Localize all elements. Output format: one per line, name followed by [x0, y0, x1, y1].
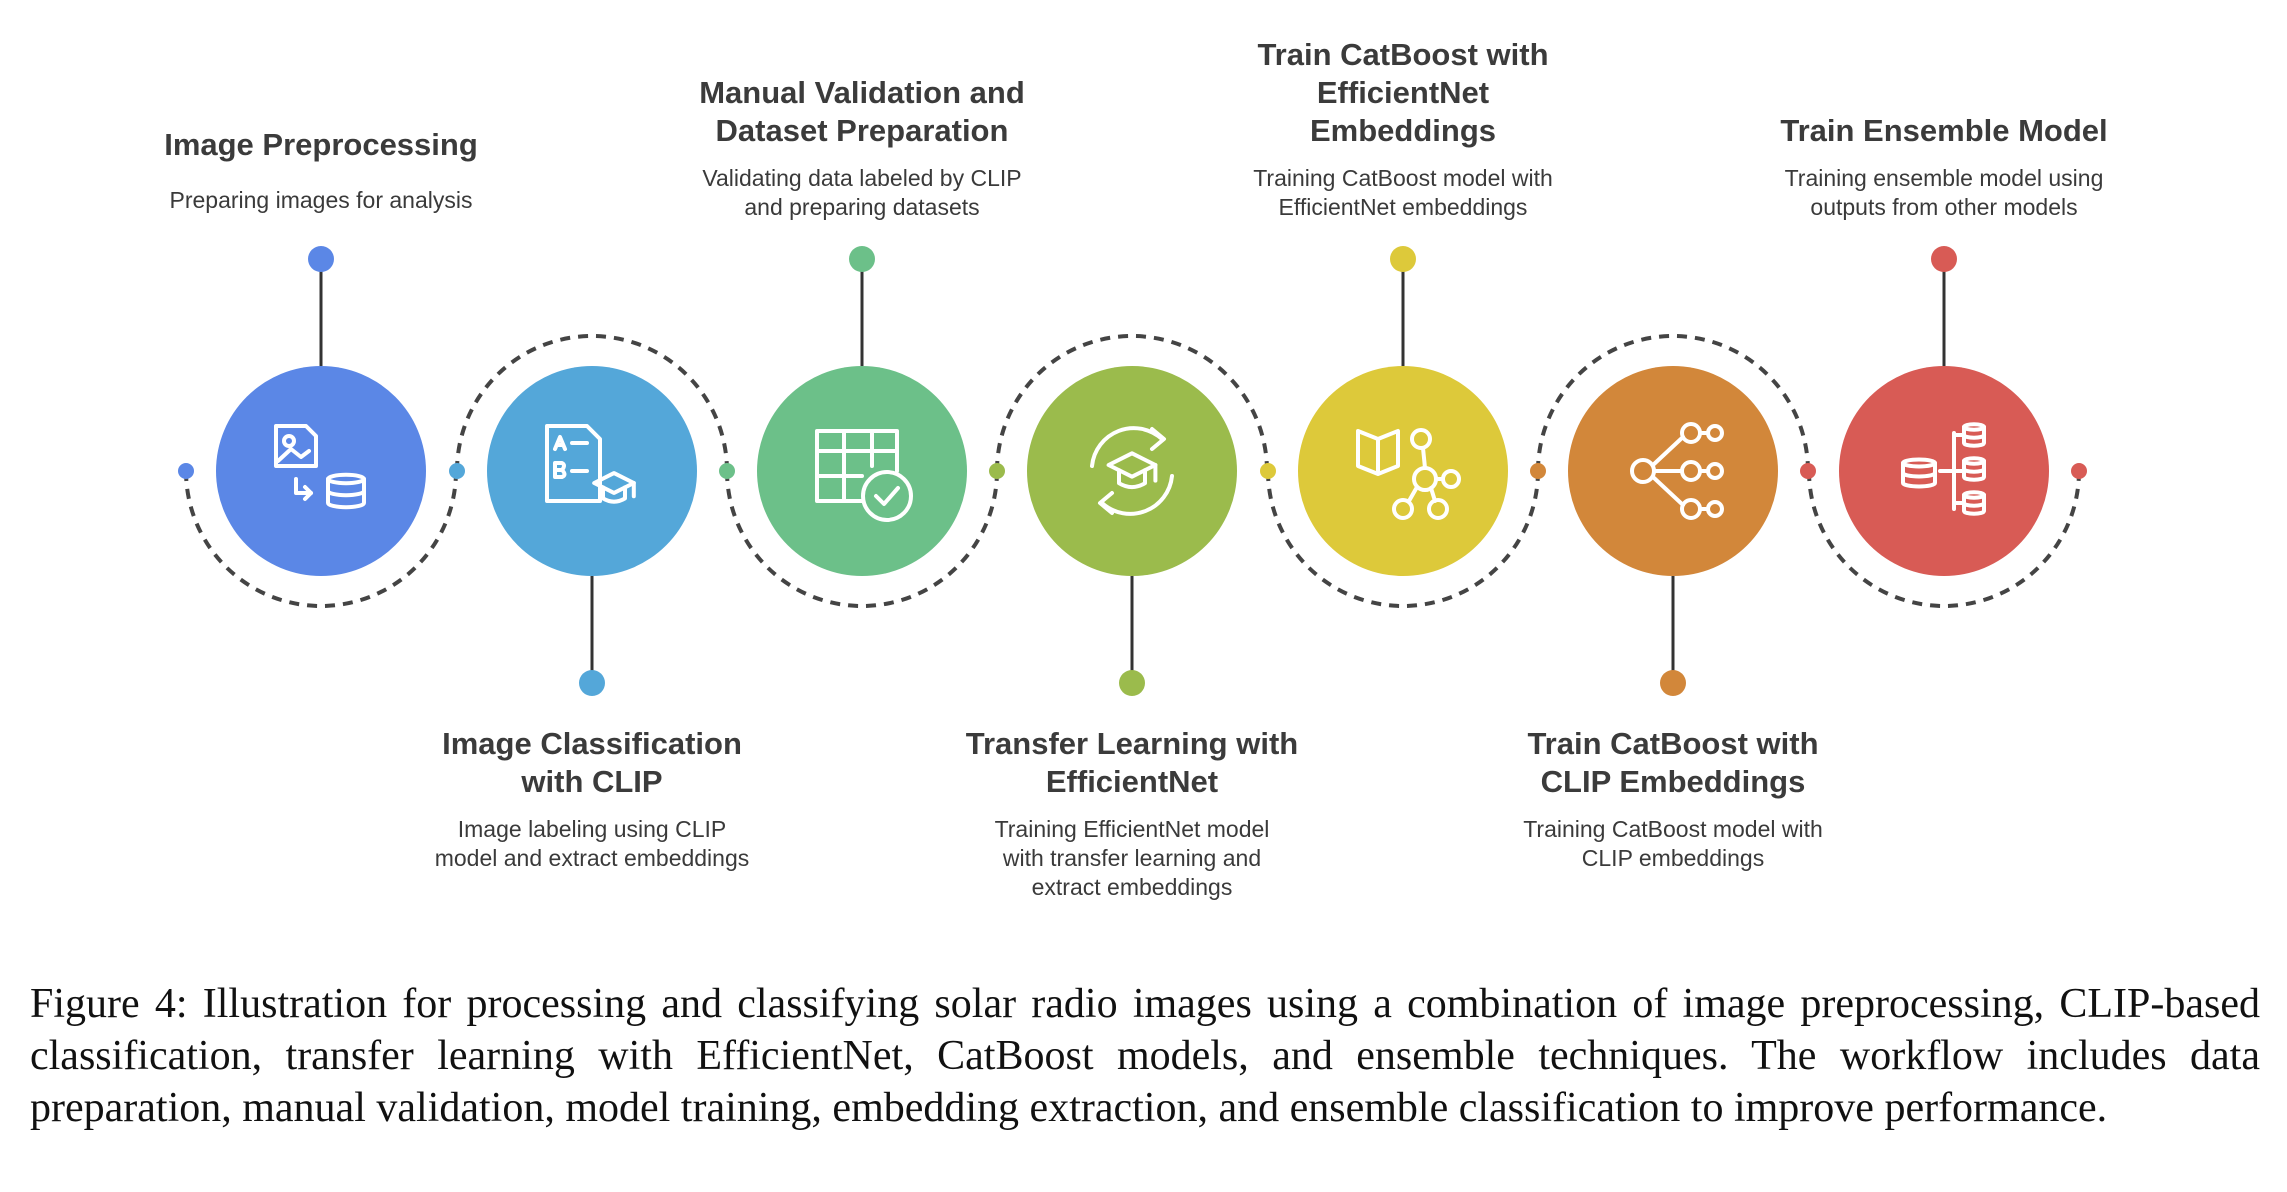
stem-dot [1931, 246, 1957, 272]
step-description-line: Image labeling using CLIP [457, 816, 727, 842]
step-description-line: Training CatBoost model with [1523, 816, 1823, 842]
step-circle [487, 366, 697, 576]
step-description: Training EfficientNet model with transfer… [932, 815, 1332, 902]
step-description: Preparing images for analysis [121, 186, 521, 215]
step-title-line: with CLIP [521, 764, 663, 799]
junction-dot [1530, 463, 1546, 479]
step-description-line: outputs from other models [1810, 194, 2078, 220]
graduation-cap-refresh-icon [1090, 426, 1174, 516]
junction-dot [449, 463, 465, 479]
workflow-diagram [178, 246, 2087, 696]
step-description-line: model and extract embeddings [434, 845, 750, 871]
step-title-line: Transfer Learning with [965, 726, 1299, 761]
network-share-icon [1630, 422, 1724, 520]
step-circle [216, 366, 426, 576]
junction-dot [1800, 463, 1816, 479]
book-network-icon [1356, 428, 1461, 520]
step-title-line: Embeddings [1309, 113, 1496, 148]
stem-dot [1119, 670, 1145, 696]
step-title-line: EfficientNet [1045, 764, 1219, 799]
image-to-database-icon [274, 424, 366, 510]
junction-dot [1260, 463, 1276, 479]
step-description-line: Training ensemble model using [1784, 165, 2104, 191]
step-description-line: with transfer learning and [1002, 845, 1262, 871]
step-title-line: Image Preprocessing [164, 127, 478, 162]
table-check-icon [815, 429, 913, 522]
junction-dot [178, 463, 194, 479]
junction-dot [2071, 463, 2087, 479]
step-circle [1298, 366, 1508, 576]
step-title-line: Train Ensemble Model [1780, 113, 2108, 148]
step-title-line: Image Classification [442, 726, 742, 761]
step-title-line: Train CatBoost with [1527, 726, 1819, 761]
step-description-line: Training EfficientNet model [994, 816, 1270, 842]
step-description-line: Validating data labeled by CLIP [702, 165, 1022, 191]
step-title-line: Manual Validation and [699, 75, 1025, 110]
step-title-line: Train CatBoost with [1257, 37, 1549, 72]
database-merge-icon [1901, 422, 1986, 516]
stem-dot [1390, 246, 1416, 272]
step-description: Validating data labeled by CLIP and prepa… [662, 164, 1062, 222]
step-description-line: EfficientNet embeddings [1278, 194, 1528, 220]
step-description-line: Preparing images for analysis [169, 187, 473, 213]
figure-caption: Figure 4: Illustration for processing an… [30, 981, 2260, 1131]
step-title-line: Dataset Preparation [715, 113, 1009, 148]
step-circle [757, 366, 967, 576]
stem-dot [849, 246, 875, 272]
step-title-line: EfficientNet [1316, 75, 1490, 110]
junction-dot [719, 463, 735, 479]
stem-dot [579, 670, 605, 696]
step-title: Image Preprocessing [111, 126, 531, 164]
stem-dot [1660, 670, 1686, 696]
step-description: Training ensemble model using outputs fro… [1744, 164, 2144, 222]
step-title: Train Ensemble Model [1734, 112, 2154, 150]
document-graduation-cap-icon [545, 424, 636, 504]
step-description-line: Training CatBoost model with [1253, 165, 1553, 191]
step-description-line: CLIP embeddings [1581, 845, 1765, 871]
junction-dot [989, 463, 1005, 479]
step-circle [1027, 366, 1237, 576]
step-title-line: CLIP Embeddings [1540, 764, 1806, 799]
stem-dot [308, 246, 334, 272]
step-description-line: and preparing datasets [744, 194, 980, 220]
step-description-line: extract embeddings [1031, 874, 1233, 900]
step-description: Image labeling using CLIP model and extra… [392, 815, 792, 873]
